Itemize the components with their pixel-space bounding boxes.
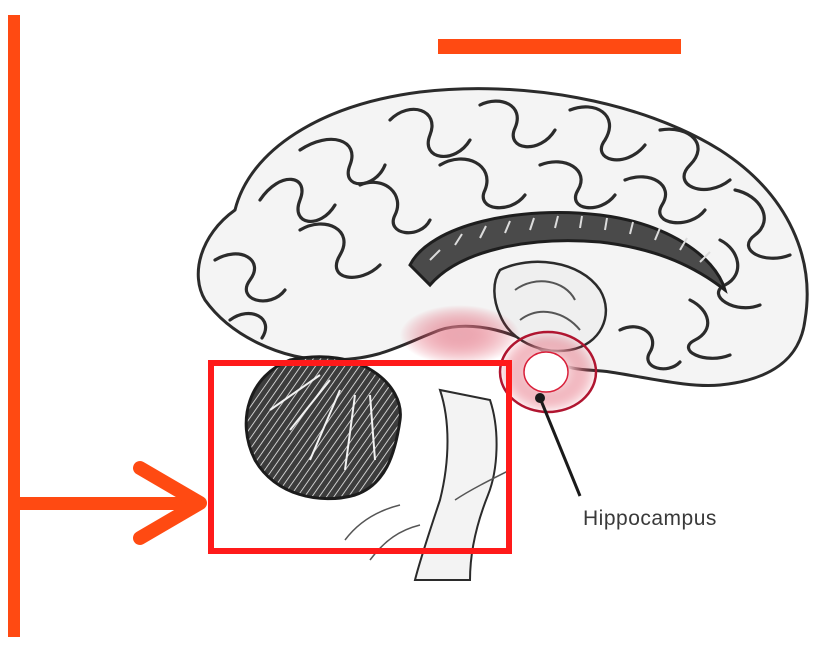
vertical-bracket-line [8, 15, 20, 637]
hippocampus-pointer-line [540, 398, 580, 496]
hippocampus-core [524, 352, 568, 392]
top-bar [438, 39, 681, 54]
hippocampus-label: Hippocampus [583, 507, 717, 531]
arrow-shaft [18, 497, 190, 510]
limbic-band [400, 305, 520, 365]
